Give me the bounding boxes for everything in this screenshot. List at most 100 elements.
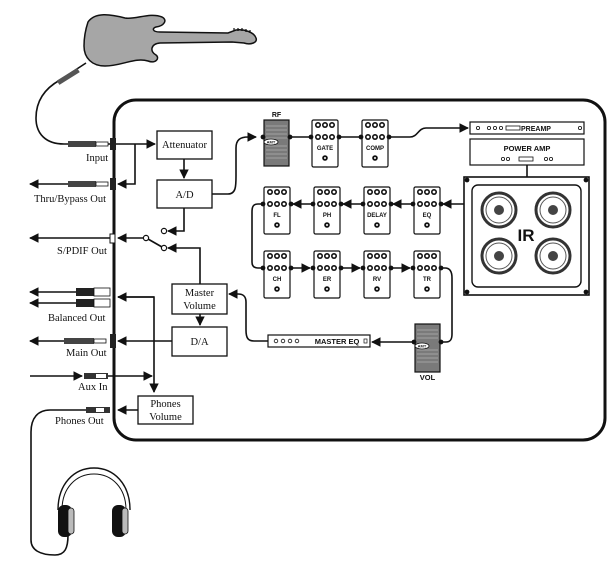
knob-center bbox=[375, 202, 379, 206]
knob-center bbox=[275, 266, 279, 270]
footswitch-center bbox=[374, 157, 376, 159]
vol-pedal[interactable]: AMT bbox=[411, 323, 444, 373]
knob-center bbox=[366, 123, 370, 127]
speaker-icon bbox=[534, 191, 572, 229]
knob-center bbox=[373, 135, 377, 139]
main-out-jack[interactable] bbox=[64, 334, 116, 348]
spdif-jack[interactable] bbox=[109, 233, 116, 244]
knob-center bbox=[268, 254, 272, 258]
tr-pedal[interactable]: TR bbox=[410, 250, 444, 299]
master-volume-block bbox=[171, 283, 228, 315]
aux-in-jack[interactable] bbox=[84, 373, 108, 379]
knob-center bbox=[316, 135, 320, 139]
knob-center bbox=[316, 123, 320, 127]
rv-pedal[interactable]: RV bbox=[360, 250, 394, 299]
ir-cabinet[interactable]: IR bbox=[463, 176, 590, 296]
vol-label: VOL bbox=[420, 373, 436, 382]
master-eq-to-master-volume bbox=[228, 289, 268, 342]
knob-center bbox=[432, 266, 436, 270]
preamp-unit: PREAMP bbox=[469, 121, 585, 135]
comp-to-preamp bbox=[390, 123, 469, 138]
knob-center bbox=[323, 135, 327, 139]
gate-label: GATE bbox=[317, 146, 333, 152]
knob-center bbox=[332, 266, 336, 270]
vol-brand-logo: AMT bbox=[418, 344, 427, 349]
knob-center bbox=[373, 123, 377, 127]
knob-center bbox=[380, 123, 384, 127]
input-jack-icon bbox=[410, 265, 416, 271]
ph-label: PH bbox=[323, 213, 331, 219]
output-jack-icon bbox=[386, 134, 392, 140]
input-jack-icon bbox=[310, 265, 316, 271]
footswitch-center bbox=[276, 224, 278, 226]
output-jack-icon bbox=[338, 201, 344, 207]
thru-bypass-label: Thru/Bypass Out bbox=[34, 194, 106, 205]
eq-pedal[interactable]: EQ bbox=[410, 186, 444, 235]
input-jack-icon bbox=[308, 134, 314, 140]
phones-out-label: Phones Out bbox=[55, 416, 104, 427]
footswitch-center bbox=[324, 157, 326, 159]
footswitch-center bbox=[276, 288, 278, 290]
knob-center bbox=[425, 266, 429, 270]
footswitch-center bbox=[376, 224, 378, 226]
knob-center bbox=[432, 254, 436, 258]
knob-center bbox=[418, 254, 422, 258]
master-eq-label: MASTER EQ bbox=[315, 337, 360, 346]
fl-label: FL bbox=[273, 213, 281, 219]
output-jack-icon bbox=[288, 265, 294, 271]
switch-pivot bbox=[142, 234, 150, 242]
spdif-switch[interactable] bbox=[147, 238, 163, 248]
input-jack[interactable] bbox=[68, 138, 116, 150]
knob-center bbox=[275, 254, 279, 258]
input-to-thru bbox=[117, 144, 136, 189]
input-jack-icon bbox=[358, 134, 364, 140]
knob-center bbox=[418, 190, 422, 194]
knob-center bbox=[268, 266, 272, 270]
ad-label: A/D bbox=[175, 190, 194, 201]
knob-center bbox=[330, 135, 334, 139]
delay-pedal[interactable]: DELAY bbox=[360, 186, 394, 235]
knob-center bbox=[418, 202, 422, 206]
knob-center bbox=[318, 190, 322, 194]
thru-bypass-jack[interactable] bbox=[68, 178, 116, 190]
er-pedal[interactable]: ER bbox=[310, 250, 344, 299]
tr-label: TR bbox=[423, 277, 432, 283]
knob-center bbox=[425, 254, 429, 258]
gate-pedal[interactable]: GATE bbox=[308, 119, 342, 168]
knob-center bbox=[368, 190, 372, 194]
knob-center bbox=[380, 135, 384, 139]
knob-center bbox=[418, 266, 422, 270]
knob-center bbox=[268, 202, 272, 206]
speaker-icon bbox=[480, 237, 518, 275]
knob-center bbox=[375, 254, 379, 258]
master-eq-unit[interactable]: MASTER EQ bbox=[267, 334, 371, 348]
switch-contact-a bbox=[160, 227, 168, 235]
knob-center bbox=[282, 266, 286, 270]
input-label: Input bbox=[86, 153, 108, 164]
comp-pedal[interactable]: COMP bbox=[358, 119, 392, 168]
da-label: D/A bbox=[190, 337, 209, 348]
ph-pedal[interactable]: PH bbox=[310, 186, 344, 235]
rf-pedal[interactable]: AMT bbox=[260, 119, 293, 167]
input-jack-icon bbox=[360, 265, 366, 271]
headphones-icon bbox=[57, 467, 131, 537]
phones-out-jack[interactable] bbox=[86, 407, 110, 413]
fl-pedal[interactable]: FL bbox=[260, 186, 294, 235]
ir-label: IR bbox=[518, 226, 535, 245]
speaker-icon bbox=[534, 237, 572, 275]
knob-center bbox=[332, 254, 336, 258]
knob-center bbox=[325, 190, 329, 194]
input-jack-icon bbox=[360, 201, 366, 207]
knob-center bbox=[332, 202, 336, 206]
knob-center bbox=[382, 266, 386, 270]
balanced-jack-2[interactable] bbox=[76, 298, 111, 308]
input-jack-icon bbox=[260, 265, 266, 271]
knob-center bbox=[382, 202, 386, 206]
phones-volume-label-2: Volume bbox=[149, 412, 182, 423]
ch-pedal[interactable]: CH bbox=[260, 250, 294, 299]
knob-center bbox=[268, 190, 272, 194]
knob-center bbox=[325, 202, 329, 206]
balanced-jack-1[interactable] bbox=[76, 287, 111, 297]
master-volume-label-2: Volume bbox=[183, 301, 216, 312]
knob-center bbox=[425, 202, 429, 206]
